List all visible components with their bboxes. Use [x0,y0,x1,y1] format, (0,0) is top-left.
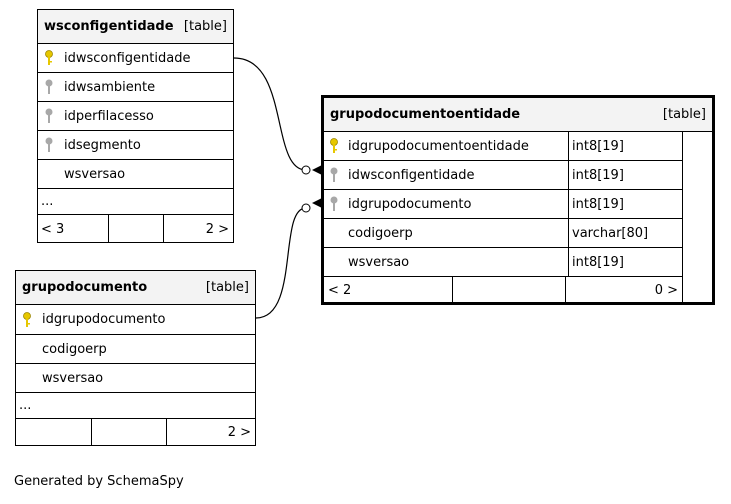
ellipsis: ... [41,194,54,209]
footer-children[interactable]: 2 > [205,221,229,237]
more-columns[interactable]: ... [38,189,233,215]
table-header: grupodocumentoentidade [table] [324,98,712,132]
column-type: varchar[80] [568,219,682,247]
table-kind: [table] [205,280,249,295]
column-name: wsversao [348,254,410,270]
table-grupodocumento[interactable]: grupodocumento [table] idgrupodocumento … [15,270,256,446]
footer-parents[interactable] [16,419,91,445]
column-name: idsegmento [64,137,141,153]
table-name: wsconfigentidade [44,19,174,34]
table-footer: 2 > [16,419,255,445]
footer-children[interactable]: 2 > [227,424,251,440]
ellipsis: ... [19,398,32,413]
table-wsconfigentidade[interactable]: wsconfigentidade [table] idwsconfigentid… [37,9,234,243]
column-name: wsversao [42,370,104,386]
column-name: codigoerp [348,225,413,241]
relationship-grupodocumento-link [255,207,307,319]
primary-key-icon [324,132,344,160]
column-name: idwsconfigentidade [64,50,191,66]
column-type: int8[19] [568,248,682,276]
footer-children[interactable]: 0 > [654,283,678,298]
foreign-key-icon [38,102,60,130]
column-row[interactable]: codigoerp varchar[80] [324,219,682,248]
column-row[interactable]: idwsconfigentidade [38,44,233,73]
column-row[interactable]: idwsambiente [38,73,233,102]
footer-parents[interactable]: < 2 [328,283,352,298]
column-row[interactable]: idwsconfigentidade int8[19] [324,161,682,190]
foreign-key-icon [324,190,344,218]
column-name: wsversao [64,166,126,182]
primary-key-icon [16,305,38,334]
table-header: wsconfigentidade [table] [38,10,233,44]
relationship-grupodocumento-circle [301,203,311,213]
table-footer: < 3 2 > [38,215,233,243]
column-row[interactable]: wsversao [38,160,233,189]
table-kind: [table] [662,107,706,122]
column-type: int8[19] [568,161,682,189]
column-row[interactable]: wsversao int8[19] [324,248,682,277]
column-row[interactable]: idgrupodocumentoentidade int8[19] [324,132,682,161]
column-row[interactable]: idgrupodocumento [16,305,255,335]
foreign-key-icon [38,131,60,159]
column-name: idgrupodocumentoentidade [348,138,529,154]
column-row[interactable]: idgrupodocumento int8[19] [324,190,682,219]
column-type: int8[19] [568,190,682,218]
column-type: int8[19] [568,132,682,160]
foreign-key-icon [324,161,344,189]
table-name: grupodocumento [22,280,148,295]
primary-key-icon [38,44,60,72]
column-name: idwsconfigentidade [348,167,475,183]
foreign-key-icon [38,73,60,101]
column-row[interactable]: idperfilacesso [38,102,233,131]
column-name: codigoerp [42,341,107,357]
table-header: grupodocumento [table] [16,271,255,305]
table-name: grupodocumentoentidade [330,107,521,122]
column-row[interactable]: wsversao [16,364,255,393]
relationship-wsconfigentidade-circle [301,165,311,175]
more-columns[interactable]: ... [16,393,255,419]
footer-parents[interactable]: < 3 [41,221,65,237]
relationship-wsconfigentidade-link [233,57,307,171]
generated-by-caption: Generated by SchemaSpy [14,474,184,489]
column-name: idgrupodocumento [42,312,166,327]
column-row[interactable]: idsegmento [38,131,233,160]
table-grupodocumentoentidade[interactable]: grupodocumentoentidade [table] idgrupodo… [321,95,715,305]
table-kind: [table] [183,19,227,34]
table-footer: < 2 0 > [324,277,682,304]
column-name: idwsambiente [64,79,156,95]
column-name: idperfilacesso [64,108,154,124]
column-row[interactable]: codigoerp [16,335,255,364]
column-name: idgrupodocumento [348,196,472,212]
